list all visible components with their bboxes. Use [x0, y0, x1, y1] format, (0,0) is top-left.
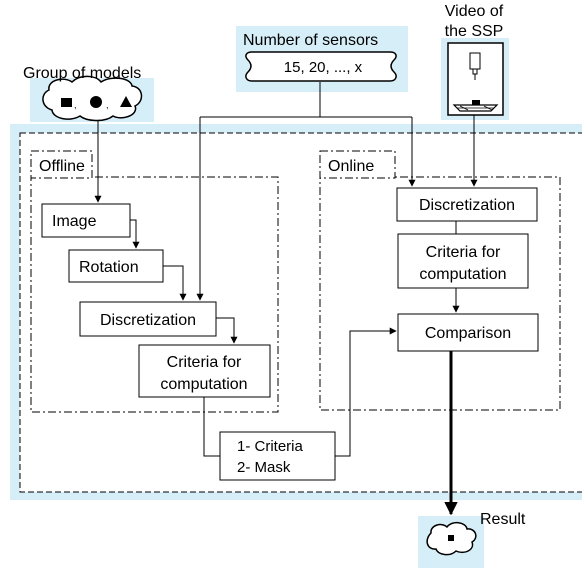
- transfer-line1: 1- Criteria: [237, 438, 304, 455]
- sensors-label: Number of sensors: [243, 32, 378, 49]
- offline-criteria-line1: Criteria for: [167, 354, 242, 371]
- offline-image-label: Image: [52, 213, 97, 230]
- connectors: [94, 82, 478, 516]
- online-criteria-box: Criteria for computation: [397, 233, 529, 289]
- arrow-discretization-to-criteria: [216, 317, 238, 344]
- online-comparison-box: Comparison: [397, 313, 539, 352]
- svg-text:,: ,: [74, 100, 77, 110]
- online-title: Online: [328, 158, 374, 175]
- svg-text:,: ,: [106, 100, 109, 110]
- models-label: Group of models: [23, 65, 141, 82]
- offline-criteria-box: Criteria for computation: [138, 344, 271, 398]
- arrow-image-to-rotation: [130, 219, 140, 249]
- result-output: Result: [418, 511, 526, 568]
- transfer-box: 1- Criteria 2- Mask: [219, 431, 336, 481]
- offline-panel: Offline: [30, 150, 279, 413]
- camera-icon: [469, 52, 481, 80]
- offline-rotation-label: Rotation: [79, 259, 139, 276]
- offline-criteria-line2: computation: [160, 376, 247, 393]
- arrow-rotation-to-discretization: [163, 265, 187, 301]
- offline-discretization-label: Discretization: [100, 312, 196, 329]
- line-offline-criteria-to-transfer: [203, 397, 220, 457]
- offline-title: Offline: [39, 158, 85, 175]
- offline-rotation-box: Rotation: [68, 249, 164, 283]
- online-comparison-label: Comparison: [425, 325, 511, 342]
- arrow-transfer-to-comparison: [335, 327, 397, 457]
- triangle-model-icon: [120, 96, 132, 107]
- online-discretization-box: Discretization: [396, 187, 538, 222]
- offline-image-box: Image: [41, 203, 131, 238]
- sensors-values: 15, 20, ..., x: [284, 59, 363, 76]
- transfer-line2: 2- Mask: [237, 459, 291, 476]
- online-discretization-label: Discretization: [419, 197, 515, 214]
- online-panel: Online: [319, 150, 561, 411]
- sensors-banner: [245, 51, 397, 82]
- sensors-input: Number of sensors 15, 20, ..., x: [236, 26, 408, 92]
- offline-discretization-box: Discretization: [79, 301, 217, 337]
- models-input: , , Group of models: [23, 65, 154, 122]
- result-square-icon: [448, 535, 454, 541]
- result-label: Result: [480, 511, 526, 528]
- circle-model-icon: [90, 96, 102, 108]
- online-criteria-line2: computation: [419, 266, 506, 283]
- video-label-line2: the SSP: [445, 23, 504, 40]
- platform-icon: [452, 100, 499, 112]
- square-model-icon: [61, 98, 72, 107]
- video-label-line1: Video of: [445, 3, 504, 20]
- online-criteria-line1: Criteria for: [426, 244, 501, 261]
- video-input: Video of the SSP: [441, 3, 509, 120]
